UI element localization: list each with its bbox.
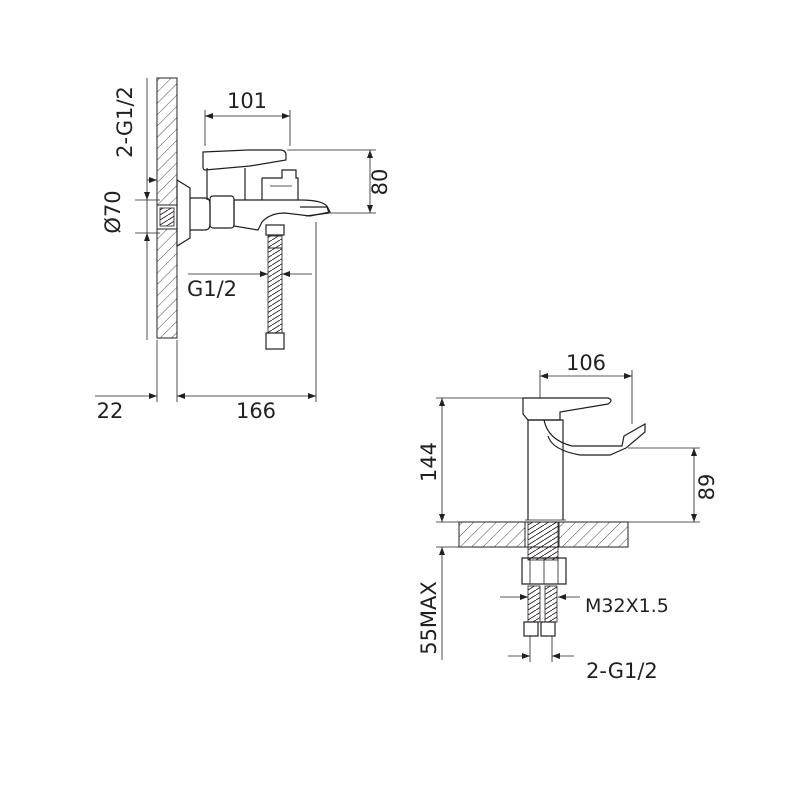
dim-reach: 106: [566, 351, 606, 375]
dim-outlet-thread: G1/2: [187, 277, 237, 301]
bath-mixer-drawing: 101 80 2-G1/2 Ø70 G1/2 22: [95, 77, 392, 423]
hose-end-nut: [265, 332, 285, 350]
basin-mixer-drawing: 106 144 89 55MAX M32X1.5 2-G1/2: [417, 351, 719, 683]
dim-escutcheon-dia: Ø70: [101, 190, 125, 233]
dim-height: 80: [368, 169, 392, 196]
dim-spout-height: 89: [695, 474, 719, 501]
supply-hose-left: [527, 585, 541, 623]
dim-wall-offset: 22: [97, 399, 124, 423]
wall-connection-thread: [159, 207, 175, 227]
hose-coil-top: [267, 235, 283, 249]
dim-total-height: 144: [417, 442, 441, 482]
faucet-body: [527, 419, 564, 520]
dim-projection: 166: [236, 399, 276, 423]
dim-stud-thread: M32X1.5: [585, 595, 669, 617]
spout-outlet: [300, 206, 330, 217]
faucet-lever: [522, 397, 612, 421]
escutcheon: [176, 178, 191, 248]
hose-end-right: [540, 621, 556, 637]
cartridge-body: [206, 168, 246, 200]
supply-hose-right: [544, 585, 558, 623]
dim-thread-top: 2-G1/2: [113, 86, 137, 158]
lever-handle: [202, 149, 287, 171]
eccentric-connector: [190, 197, 211, 231]
diverter-knob: [261, 169, 299, 200]
dim-counter-max: 55MAX: [417, 581, 441, 655]
faucet-spout: [543, 419, 646, 456]
dim-hose-thread: 2-G1/2: [586, 659, 658, 683]
shower-outlet: [265, 224, 285, 236]
mounting-stud: [527, 521, 559, 561]
body-end-nut: [209, 195, 235, 229]
hose-end-left: [523, 621, 539, 637]
shower-hose: [267, 247, 283, 334]
dim-spout-top-width: 101: [227, 89, 267, 113]
mixer-body: [233, 199, 331, 231]
